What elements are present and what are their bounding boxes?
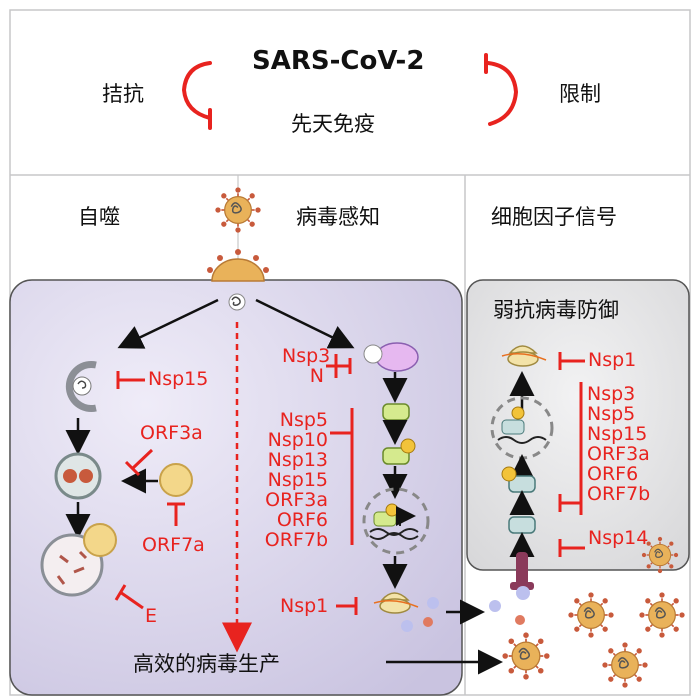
released-virus-icon [638, 591, 686, 639]
antagonize-arc-icon [181, 61, 212, 130]
defense-inhibitor: ORF3a [587, 443, 650, 465]
ribosome-icon [373, 592, 419, 614]
translation-inhibitor-nsp1: Nsp1 [280, 595, 329, 617]
phagophore-icon [65, 361, 97, 412]
defense-inhibitor-nsp1: Nsp1 [588, 349, 637, 371]
sensing-inhibitor: Nsp3 [282, 345, 331, 367]
autophagy-inhibitor-e: E [145, 605, 158, 627]
sensing-inhibitor: Nsp5 [279, 409, 328, 431]
autophagy-inhibitor-orf7a: ORF7a [142, 534, 205, 556]
defense-inhibitor: Nsp3 [587, 383, 636, 405]
sensing-inhibitor: Nsp15 [267, 469, 328, 491]
sensing-inhibitor-group-2: Nsp5 Nsp10 Nsp13 Nsp15 ORF3a ORF6 ORF7b [254, 410, 328, 550]
restrict-label: 限制 [559, 82, 601, 106]
released-virus-icon [567, 591, 615, 639]
autophagy-inhibitor-orf3a: ORF3a [140, 422, 203, 444]
autophagosome-icon [54, 452, 102, 500]
defense-adaptor-icon [508, 516, 536, 534]
restrict-arc-icon [484, 53, 519, 126]
defense-nucleus-icon [490, 396, 554, 460]
antagonize-label: 拮抗 [102, 82, 144, 106]
released-virus-icon [601, 641, 649, 689]
defense-ribosome-icon [501, 345, 547, 367]
diagram-title: SARS-CoV-2 [252, 46, 425, 76]
autolysosome-icon [40, 523, 117, 597]
autophagy-inhibitor-nsp15: Nsp15 [148, 368, 209, 390]
virus-particle-icon [214, 186, 262, 234]
weak-defense-panel [466, 279, 690, 571]
sensing-inhibitor: N [309, 365, 324, 387]
sensing-inhibitor: Nsp10 [267, 429, 328, 451]
adaptor-protein-icon [382, 403, 410, 421]
cytokine-receptor-icon [510, 552, 534, 590]
lysosome-icon [159, 463, 193, 497]
sensing-heading: 病毒感知 [296, 205, 380, 229]
defense-inhibitor: Nsp5 [587, 403, 636, 425]
defense-inhibitor: ORF6 [587, 463, 639, 485]
defense-inhibitor: ORF7b [587, 483, 651, 505]
entering-virus-icon [211, 258, 265, 282]
phosphorylated-kinase-icon [382, 438, 416, 465]
sensing-inhibitor-group-1: Nsp3 N [282, 345, 331, 387]
innate-immunity-label: 先天免疫 [291, 112, 375, 136]
nucleus-transcription-icon [362, 487, 430, 555]
rna-sensor-icon [363, 342, 419, 372]
sensing-inhibitor: ORF7b [264, 529, 328, 551]
weak-defense-heading: 弱抗病毒防御 [493, 298, 619, 322]
defense-inhibitor-nsp14: Nsp14 [588, 527, 649, 549]
defense-inhibitor-group: Nsp3 Nsp5 Nsp15 ORF3a ORF6 ORF7b [587, 384, 650, 504]
cytokine-heading: 细胞因子信号 [491, 205, 617, 229]
autophagy-heading: 自噬 [78, 205, 120, 229]
sensing-inhibitor: Nsp13 [267, 449, 328, 471]
sensing-inhibitor: ORF3a [265, 489, 328, 511]
defense-inhibitor: Nsp15 [587, 423, 648, 445]
released-virus-icon [501, 631, 551, 681]
production-label: 高效的病毒生产 [133, 652, 280, 676]
sensing-inhibitor: ORF6 [276, 509, 328, 531]
